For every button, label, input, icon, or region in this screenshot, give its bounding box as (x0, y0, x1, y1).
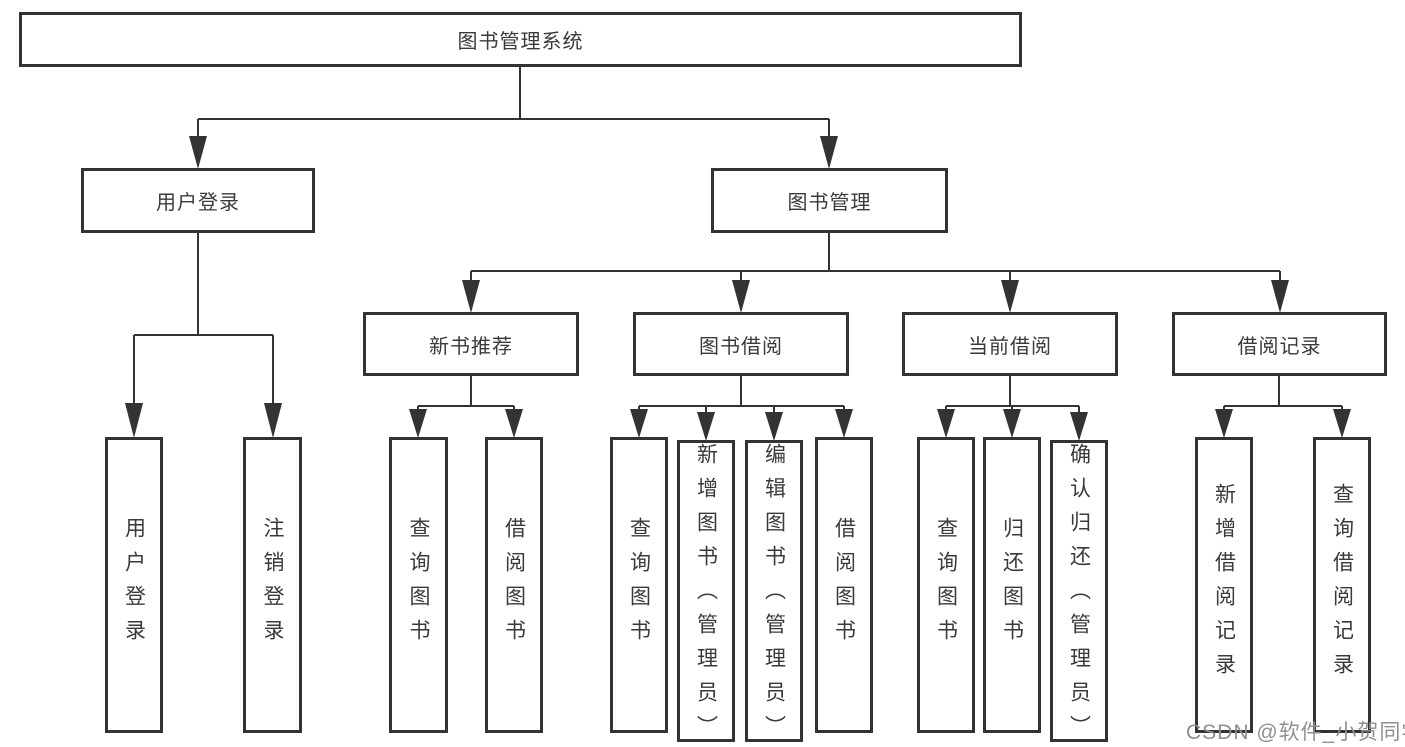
leaf-borrowing-query-books: 查询图书 (610, 437, 668, 733)
leaf-current-query-books: 查询图书 (917, 437, 975, 733)
leaf-logout: 注销登录 (243, 437, 302, 733)
leaf-label: 借阅图书 (832, 517, 856, 653)
leaf-user-login: 用户登录 (105, 437, 163, 733)
node-book-borrowing: 图书借阅 (633, 312, 849, 376)
node-current-borrowing: 当前借阅 (902, 312, 1118, 376)
leaf-label: 查询图书 (407, 517, 430, 653)
leaf-label: 查询借阅记录 (1330, 483, 1354, 687)
leaf-query-borrow-record: 查询借阅记录 (1313, 437, 1371, 733)
node-library-management-system: 图书管理系统 (19, 12, 1022, 67)
connector-stems (133, 67, 1343, 436)
leaf-add-borrow-record: 新增借阅记录 (1195, 437, 1253, 733)
connector-arrowheads (125, 136, 1351, 441)
leaf-edit-books-admin: 编辑图书（管理员） (745, 440, 803, 747)
node-new-book-recommendation: 新书推荐 (363, 312, 579, 376)
leaf-label: 新增借阅记录 (1212, 483, 1236, 687)
leaf-return-books: 归还图书 (983, 437, 1041, 733)
leaf-label: 确认归还（管理员） (1067, 443, 1091, 747)
leaf-label: 注销登录 (261, 517, 284, 653)
leaf-recommend-query-books: 查询图书 (389, 437, 448, 733)
node-book-management: 图书管理 (711, 168, 948, 233)
leaf-confirm-return-admin: 确认归还（管理员） (1050, 440, 1108, 747)
leaf-borrow-books: 借阅图书 (815, 437, 873, 733)
leaf-label: 借阅图书 (502, 517, 526, 653)
csdn-watermark: CSDN @软件_小贺同学 (1186, 721, 1405, 744)
leaf-label: 用户登录 (122, 517, 146, 653)
leaf-add-books-admin: 新增图书（管理员） (677, 440, 735, 747)
node-user-login: 用户登录 (81, 168, 315, 233)
leaf-label: 归还图书 (1000, 517, 1024, 653)
leaf-label: 新增图书（管理员） (694, 443, 718, 747)
leaf-label: 编辑图书（管理员） (762, 443, 786, 747)
leaf-label: 查询图书 (934, 517, 958, 653)
leaf-recommend-borrow-books: 借阅图书 (485, 437, 543, 733)
node-borrowing-records: 借阅记录 (1172, 312, 1387, 376)
leaf-label: 查询图书 (627, 517, 651, 653)
